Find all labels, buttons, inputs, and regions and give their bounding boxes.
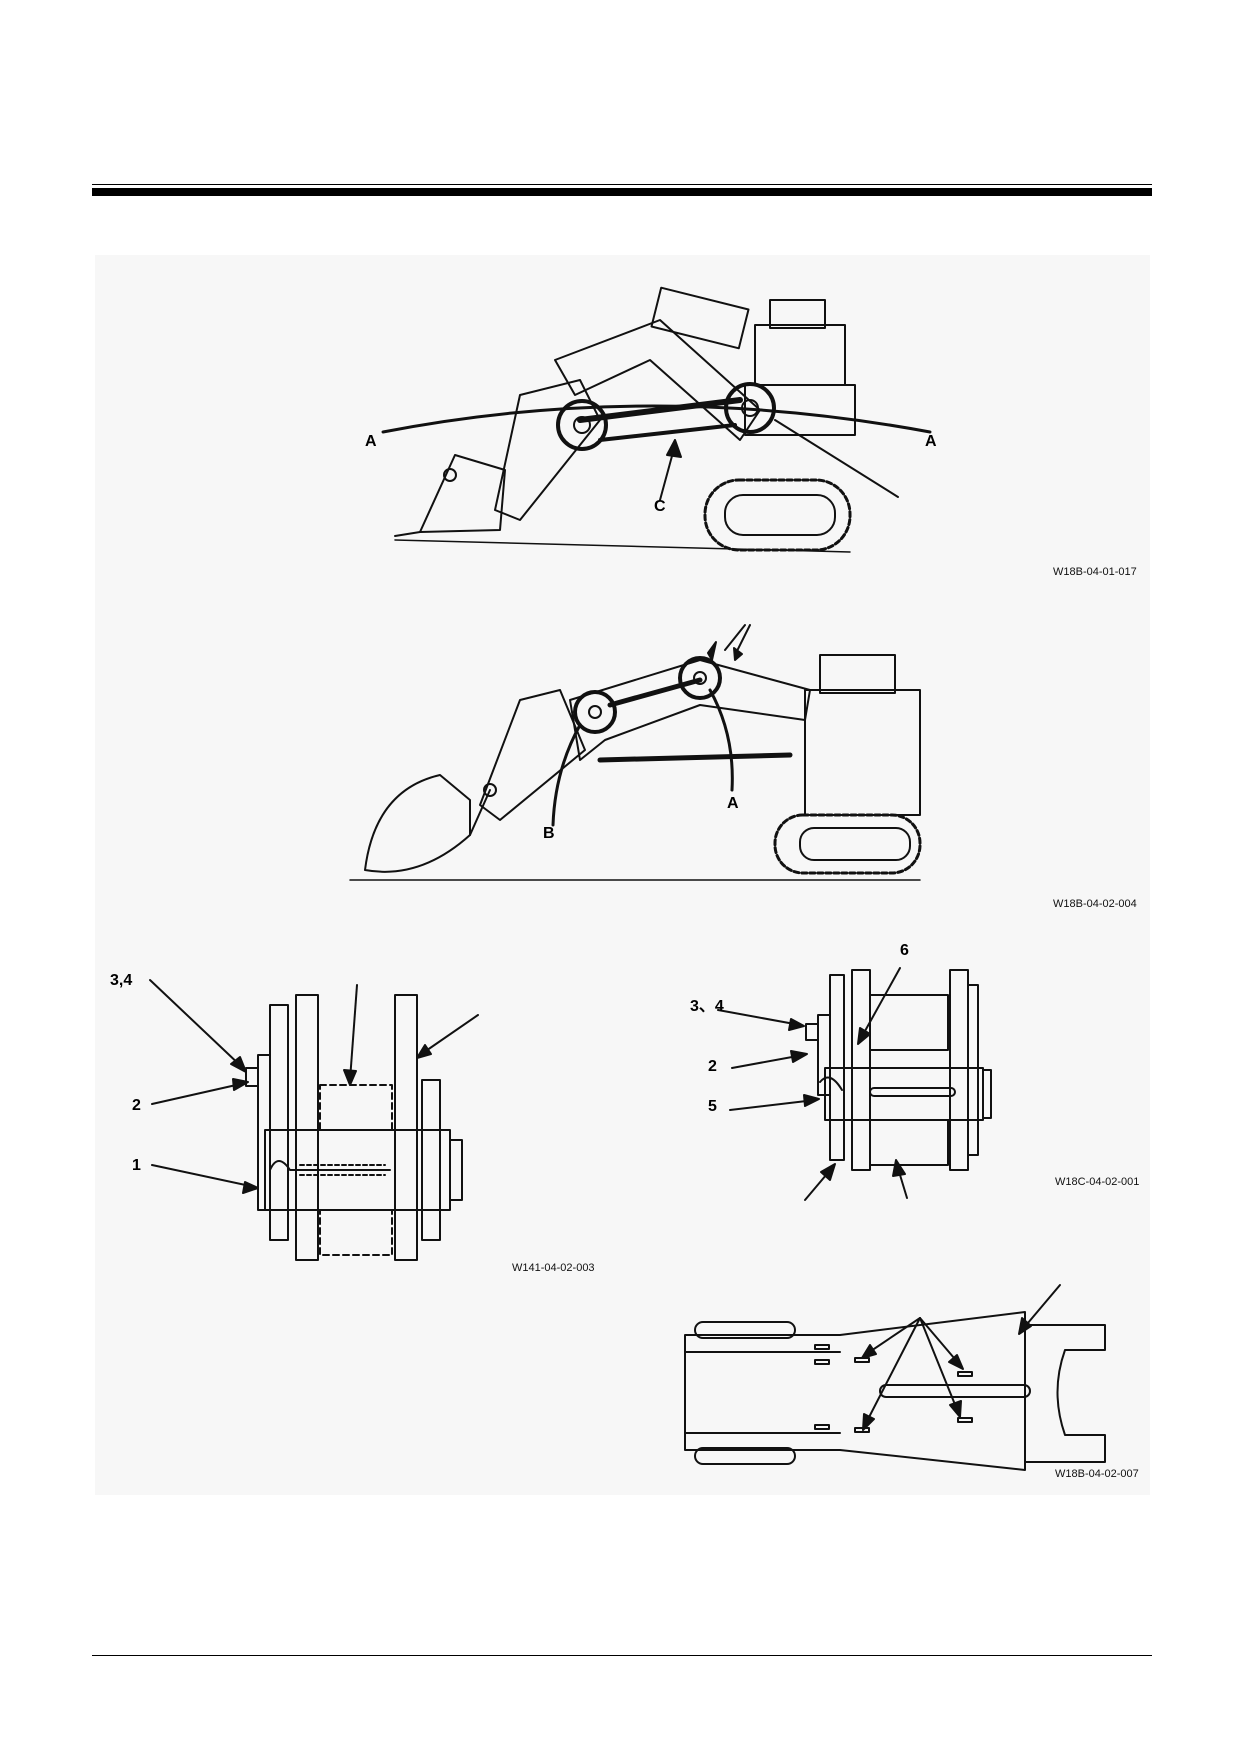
header-rule — [92, 188, 1152, 196]
fig2-caption: W18B-04-02-004 — [1053, 898, 1137, 910]
fig4-label-6: 6 — [900, 942, 909, 959]
fig4-label-5: 5 — [708, 1098, 717, 1115]
fig1-label-a-right: A — [925, 433, 937, 450]
figure-panel — [95, 255, 1150, 1495]
pin-joint-section-drawing-2 — [717, 967, 992, 1201]
fig3-label-2: 2 — [132, 1097, 141, 1114]
footer-rule — [92, 1655, 1152, 1656]
fig2-label-a: A — [727, 795, 739, 812]
fig3-caption: W141-04-02-003 — [512, 1262, 595, 1274]
stick-top-view-drawing — [684, 1284, 1106, 1471]
fig4-label-2: 2 — [708, 1058, 717, 1075]
fig4-caption: W18C-04-02-001 — [1055, 1176, 1140, 1188]
fig2-label-b: B — [543, 825, 555, 842]
fig5-caption: W18B-04-02-007 — [1055, 1468, 1139, 1480]
excavator-backhoe-drawing — [349, 624, 922, 881]
header-rule-thin — [92, 184, 1152, 185]
fig1-label-a-left: A — [365, 433, 377, 450]
fig4-label-3-4: 3、4 — [690, 998, 724, 1015]
fig1-caption: W18B-04-01-017 — [1053, 566, 1137, 578]
fig3-label-1: 1 — [132, 1157, 141, 1174]
fig1-label-c: C — [654, 498, 666, 515]
excavator-front-shovel-drawing — [381, 286, 932, 553]
fig3-label-3-4: 3,4 — [110, 972, 133, 989]
pin-joint-section-drawing — [149, 979, 479, 1261]
